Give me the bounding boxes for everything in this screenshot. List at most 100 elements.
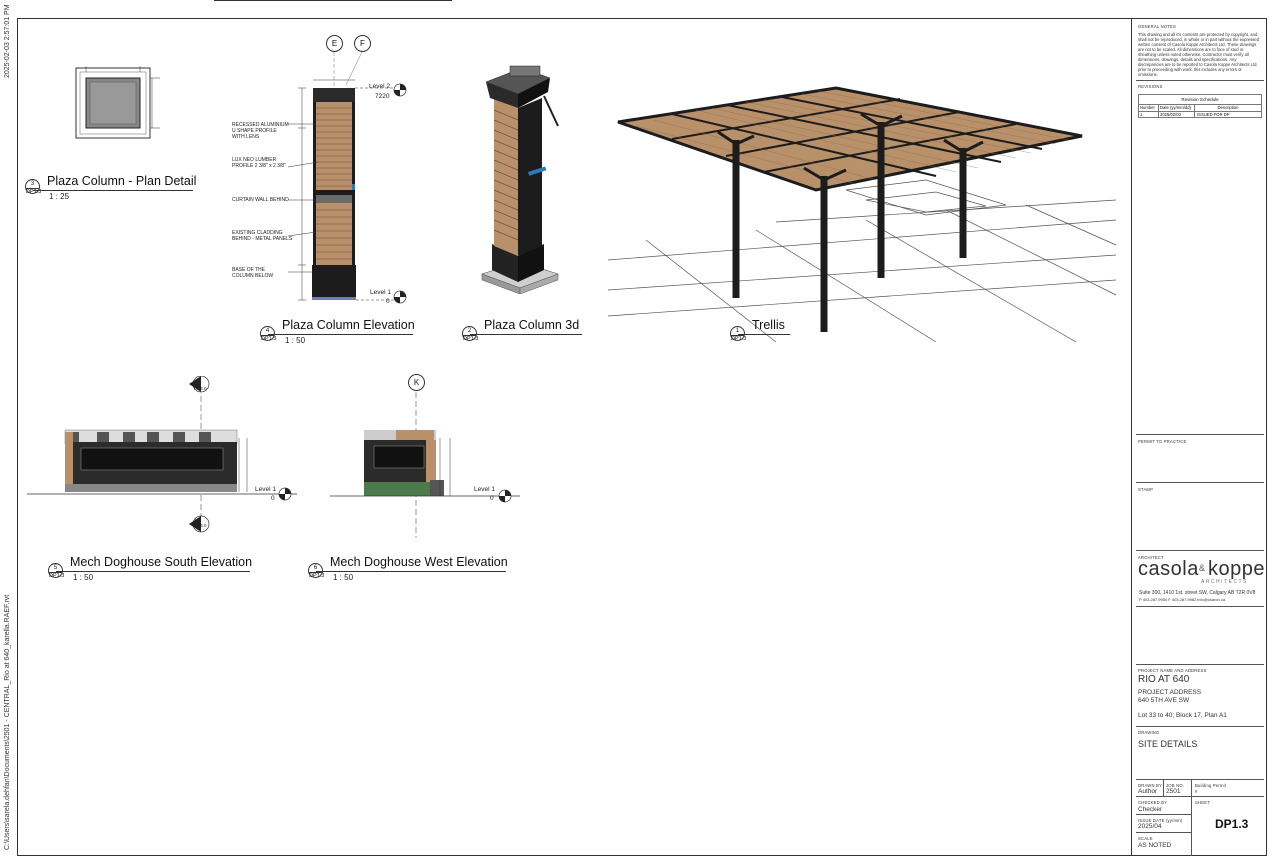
- revision-header-description: Description: [1217, 105, 1239, 110]
- level-1-name: Level 1: [370, 289, 391, 296]
- logo-text-right: koppe: [1208, 558, 1265, 580]
- top-rule: [214, 0, 452, 1]
- revision-schedule-title: Revision Schedule: [1139, 95, 1261, 105]
- view-title-underline: [268, 334, 413, 335]
- view-title-underline: [56, 571, 250, 572]
- revision-cell: ISSUED FOR DP: [1197, 112, 1230, 117]
- sheet-label: SHEET: [1195, 800, 1210, 805]
- grid-bubble-k: K: [408, 374, 425, 391]
- view-scale: 1 : 25: [49, 192, 70, 201]
- stamp-label: STAMP: [1138, 487, 1154, 492]
- architect-label: ARCHITECT: [1138, 555, 1164, 560]
- view-title: Plaza Column Elevation: [282, 318, 415, 332]
- view-scale: 1 : 50: [73, 573, 94, 582]
- logo-text-left: casola: [1138, 558, 1199, 580]
- revision-header-number: Number: [1139, 105, 1159, 111]
- sheet-number: DP1.3: [1215, 817, 1249, 831]
- level-1-name: Level 1: [474, 486, 495, 493]
- issue-date-label: ISSUE DATE (yy/mm): [1138, 818, 1183, 823]
- building-permit-label: Building Permit: [1195, 783, 1227, 788]
- view-title: Mech Doghouse South Elevation: [70, 555, 253, 569]
- view-title-underline: [316, 571, 506, 572]
- view-title: Trellis: [752, 318, 785, 332]
- logo-ampersand: &: [1199, 563, 1206, 573]
- checked-by-label: CHECKED BY: [1138, 800, 1168, 805]
- section-mark-number: 1: [194, 517, 197, 522]
- building-permit-value: #: [1195, 789, 1198, 794]
- revisions-label: REVISIONS: [1138, 84, 1163, 89]
- level-1-name: Level 1: [255, 486, 276, 493]
- view-scale: 1 : 50: [333, 573, 354, 582]
- revision-header-date: Date (yy/mm/dd): [1159, 105, 1195, 111]
- general-notes-text: This drawing and all it's contents are p…: [1138, 32, 1260, 77]
- note-aluminium-profile: RECESSED ALUMINIUM U SHAPE PROFILE WITH …: [232, 122, 289, 140]
- divider: [1136, 726, 1264, 727]
- timestamp-text: 2025-02-03 2:57:01 PM: [4, 4, 11, 78]
- view-title-underline: [33, 190, 193, 191]
- drawing-label: DRAWING: [1138, 730, 1160, 735]
- drawing-name: SITE DETAILS: [1138, 739, 1198, 749]
- doghouse-south-elevation-drawing: [27, 376, 297, 533]
- note-existing-cladding: EXISTING CLADDING BEHIND - METAL PANELS: [232, 230, 293, 242]
- scale-label: SCALE: [1138, 836, 1153, 841]
- drawn-by-value: Author: [1138, 788, 1158, 795]
- section-mark-sheet: DP4.0: [194, 523, 207, 528]
- logo-subtitle: ARCHITECTS: [1201, 579, 1248, 585]
- revision-row: 1 2025/02/03 ISSUED FOR DP: [1139, 112, 1261, 118]
- divider: [1136, 482, 1264, 483]
- project-label: PROJECT NAME AND ADDRESS: [1138, 668, 1207, 673]
- divider: [1136, 606, 1264, 607]
- view-title: Mech Doghouse West Elevation: [330, 555, 508, 569]
- grid-bubble-f: F: [354, 35, 371, 52]
- architect-contact: P 403.287.9950 F 403.287.9982 info@ckarc…: [1139, 597, 1226, 602]
- trellis-3d-drawing: [607, 86, 1117, 342]
- job-number-value: 2501: [1166, 788, 1181, 795]
- view-scale: 1 : 50: [285, 336, 306, 345]
- level-2-value: 7220: [375, 93, 390, 100]
- section-mark-number: 1: [194, 379, 197, 384]
- general-notes-label: GENERAL NOTES: [1138, 24, 1177, 29]
- level-1-value: 0: [490, 495, 494, 502]
- view-title: Plaza Column - Plan Detail: [47, 174, 197, 188]
- divider: [1136, 796, 1264, 797]
- doghouse-west-elevation-drawing: [330, 392, 520, 538]
- plaza-column-plan-drawing: [75, 66, 160, 139]
- scale-value: AS NOTED: [1138, 842, 1172, 849]
- divider: [1136, 434, 1264, 435]
- section-mark-sheet: DP4.0: [194, 386, 207, 391]
- level-1-value: 0: [386, 298, 390, 305]
- divider: [1136, 80, 1264, 81]
- project-address: 640 5TH AVE SW: [1138, 697, 1190, 704]
- permit-label: PERMIT TO PRACTICE: [1138, 439, 1187, 444]
- divider: [1136, 550, 1264, 551]
- issue-date-value: 2025/04: [1138, 823, 1162, 830]
- divider: [1191, 779, 1192, 856]
- view-title: Plaza Column 3d: [484, 318, 580, 332]
- revision-schedule-table: Revision Schedule Number Date (yy/mm/dd)…: [1138, 94, 1262, 118]
- note-column-base: BASE OF THE COLUMN BELOW: [232, 267, 274, 279]
- architect-address: Suite 300, 1410 1st. street SW, Calgary …: [1139, 590, 1256, 596]
- level-2-name: Level 2: [369, 83, 390, 90]
- divider: [1136, 832, 1191, 833]
- revision-cell: 2025/02/03: [1159, 112, 1195, 118]
- checked-by-value: Checker: [1138, 806, 1163, 813]
- grid-bubble-e: E: [326, 35, 343, 52]
- note-curtain-wall: CURTAIN WALL BEHIND: [232, 197, 289, 203]
- note-lumber-profile: LUX NEO LUMBER PROFILE 2 3/8" x 2 3/8": [232, 157, 286, 169]
- revision-cell: 1: [1139, 112, 1159, 118]
- project-name: RIO AT 640: [1138, 674, 1190, 685]
- drawn-by-label: DRAWN BY: [1138, 783, 1163, 788]
- job-number-label: JOB NO.: [1166, 783, 1185, 788]
- view-title-underline: [470, 334, 582, 335]
- divider: [1136, 779, 1264, 780]
- title-block: GENERAL NOTES This drawing and all it's …: [1131, 18, 1267, 856]
- project-lot: Lot 33 to 40; Block 17, Plan A1: [1138, 712, 1227, 719]
- plaza-column-elevation-drawing: [287, 51, 407, 304]
- divider: [1163, 779, 1164, 796]
